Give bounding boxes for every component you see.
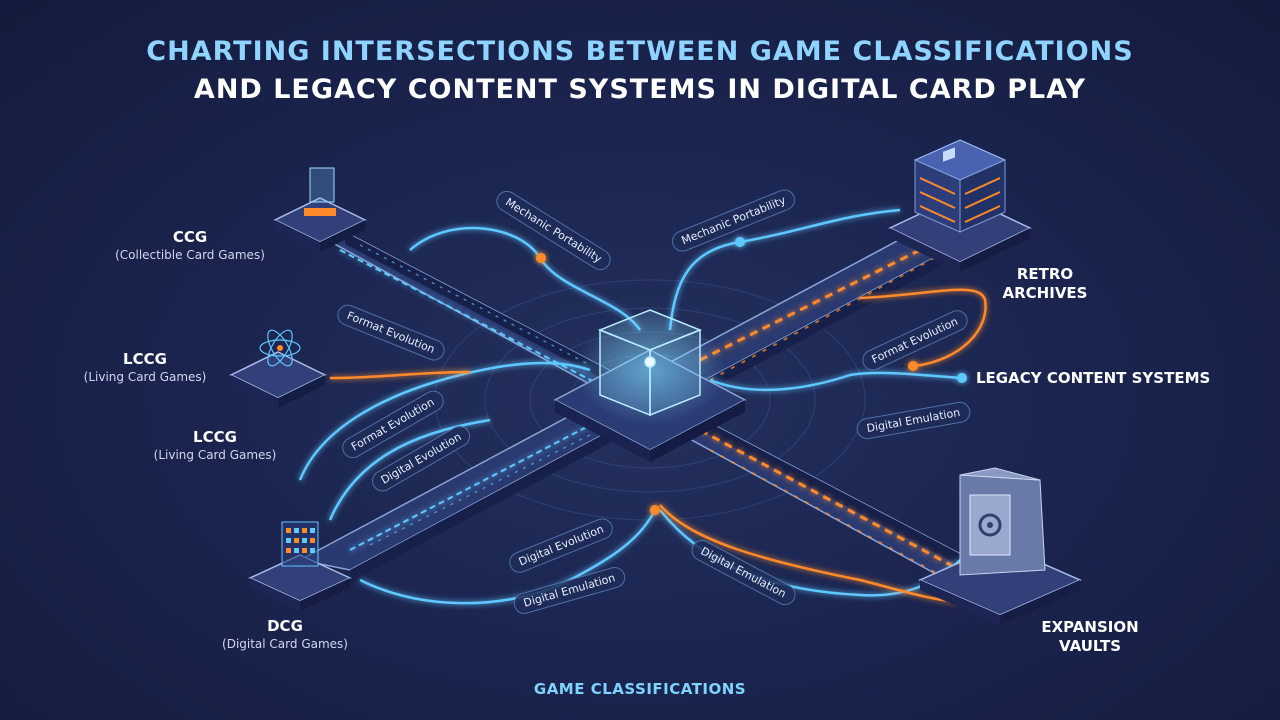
lccg-subtitle-2: (Living Card Games) bbox=[153, 448, 277, 462]
hologram-cube-icon bbox=[597, 309, 703, 417]
ccg-title: CCG bbox=[172, 228, 208, 246]
pixel-grid-icon bbox=[281, 521, 319, 567]
footer-caption: GAME CLASSIFICATIONS bbox=[533, 680, 747, 698]
server-icon bbox=[304, 167, 336, 216]
lccg-label-2: LCCG (Living Card Games) bbox=[130, 428, 300, 462]
rack-server-icon bbox=[913, 139, 1007, 233]
expansion-vaults-node bbox=[918, 467, 1082, 625]
title-line-1: CHARTING INTERSECTIONS BETWEEN GAME CLAS… bbox=[146, 36, 1134, 67]
legacy-content-systems-label: LEGACY CONTENT SYSTEMS bbox=[976, 369, 1211, 387]
lccg-node bbox=[229, 329, 327, 408]
retro-archives-node bbox=[888, 139, 1032, 272]
dcg-node bbox=[248, 521, 352, 611]
ccg-label: CCG (Collectible Card Games) bbox=[100, 228, 280, 262]
atom-icon bbox=[259, 329, 301, 367]
expansion-vaults-label: EXPANSION VAULTS bbox=[1041, 618, 1139, 655]
ccg-subtitle: (Collectible Card Games) bbox=[115, 248, 265, 262]
dcg-label: DCG (Digital Card Games) bbox=[200, 617, 370, 651]
ccg-node bbox=[273, 167, 367, 252]
lccg-label-1: LCCG (Living Card Games) bbox=[60, 350, 230, 384]
title-line-2: AND LEGACY CONTENT SYSTEMS IN DIGITAL CA… bbox=[193, 74, 1087, 105]
junction-dots bbox=[536, 237, 967, 515]
lccg-subtitle-1: (Living Card Games) bbox=[83, 370, 207, 384]
orange-connectors bbox=[329, 288, 987, 604]
dcg-subtitle: (Digital Card Games) bbox=[222, 637, 348, 651]
lccg-title-2: LCCG bbox=[193, 428, 237, 446]
dcg-title: DCG bbox=[267, 617, 303, 635]
lccg-title-1: LCCG bbox=[123, 350, 167, 368]
retro-archives-label: RETRO ARCHIVES bbox=[1002, 265, 1088, 302]
core-node bbox=[553, 309, 747, 462]
vault-icon bbox=[959, 467, 1046, 576]
